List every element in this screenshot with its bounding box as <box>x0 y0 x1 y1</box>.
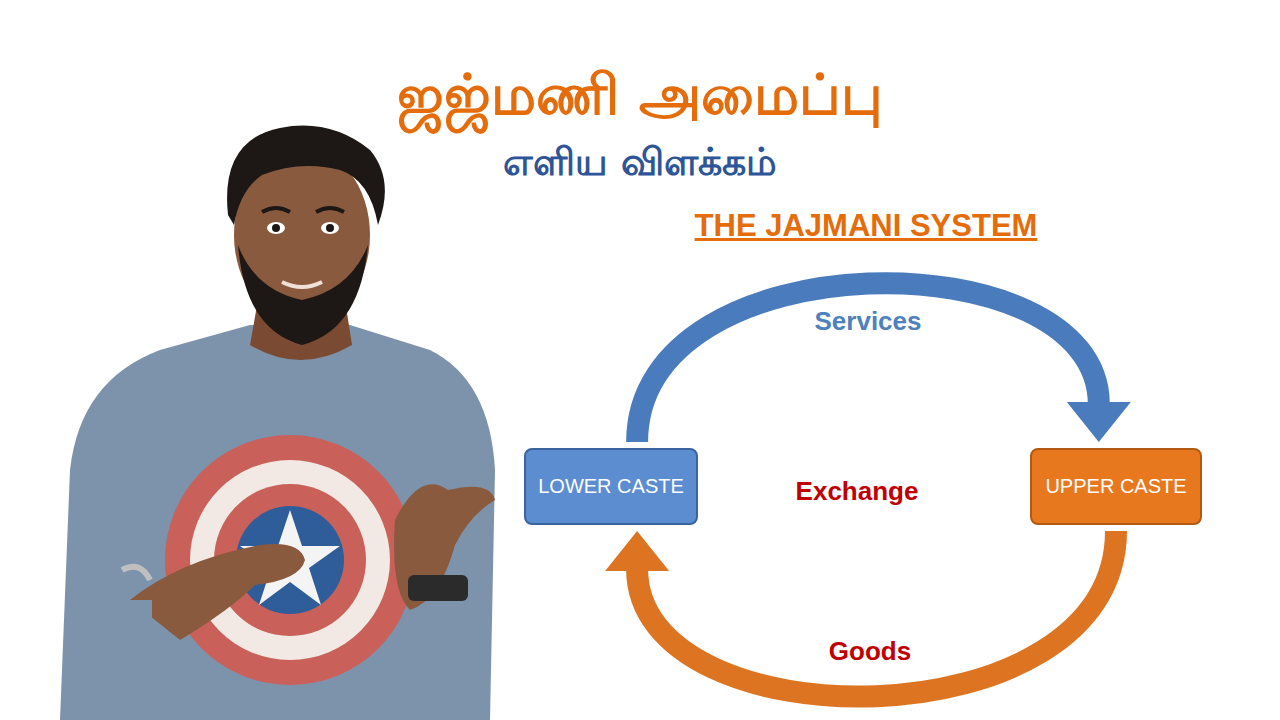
edge-label: Services <box>812 306 925 337</box>
box-label: UPPER CASTE <box>1045 475 1186 498</box>
arrow-head <box>605 531 669 571</box>
subtitle: எளிய விளக்கம் <box>503 140 777 189</box>
caste-box: LOWER CASTE <box>524 448 698 525</box>
curved-arrow <box>637 531 1116 697</box>
box-label: LOWER CASTE <box>538 475 684 498</box>
arrow-head <box>1067 402 1131 442</box>
title: ஜஜ்மணி அமைப்பு <box>397 62 883 135</box>
curved-arrow <box>637 283 1099 442</box>
edge-label: Goods <box>826 636 914 667</box>
caste-box: UPPER CASTE <box>1030 448 1202 525</box>
center-label: Exchange <box>796 476 919 507</box>
diagram-heading: THE JAJMANI SYSTEM <box>695 208 1038 244</box>
